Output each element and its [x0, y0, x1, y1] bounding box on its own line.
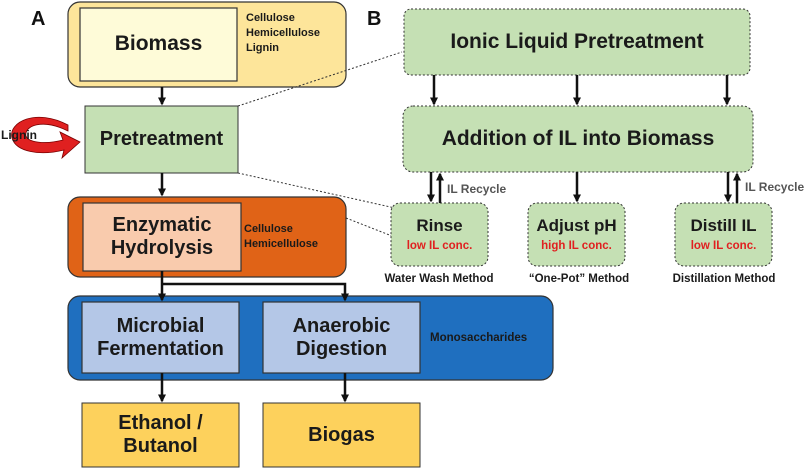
biomass-label: Biomass	[114, 32, 203, 56]
enzymatic-line-1: Enzymatic	[112, 214, 212, 236]
rinse-conc: low IL conc.	[406, 240, 473, 253]
monosaccharides-label: Monosaccharides	[430, 332, 528, 344]
distill-title: Distill IL	[690, 215, 757, 235]
il-recycle-left-label: IL Recycle	[447, 182, 507, 196]
pretreatment-label: Pretreatment	[99, 128, 224, 150]
microbial-line-2: Fermentation	[97, 337, 224, 360]
enzymatic-inner-box	[82, 202, 242, 272]
adjust-conc: high IL conc.	[541, 240, 612, 253]
rinse-title: Rinse	[416, 215, 463, 235]
one-pot-method-label: “One-Pot” Method	[528, 273, 630, 285]
component-lignin: Lignin	[246, 41, 279, 54]
lignin-curved-arrow	[11, 116, 81, 160]
ethanol-line-2: Butanol	[123, 435, 198, 457]
microbial-label: Microbial Fermentation	[82, 302, 239, 373]
il-pretreatment-box	[403, 8, 751, 76]
adjust-label: Adjust pH high IL conc.	[528, 203, 625, 266]
anaerobic-label: Anaerobic Digestion	[263, 302, 420, 373]
distill-conc: low IL conc.	[690, 240, 757, 253]
enzymatic-components: Cellulose Hemicellulose	[244, 222, 318, 252]
addition-label: Addition of IL into Biomass	[441, 126, 715, 150]
adjust-ph-box	[527, 202, 626, 267]
anaerobic-inner-box	[262, 301, 421, 374]
biomass-inner-box	[79, 7, 238, 82]
rinse-label: Rinse low IL conc.	[391, 203, 488, 266]
panel-label-a: A	[31, 8, 46, 30]
arrow-enzymatic-to-anaerobic	[162, 282, 349, 302]
rinse-box	[390, 202, 489, 267]
enzymatic-line-2: Hydrolysis	[110, 237, 214, 259]
il-recycle-right-label: IL Recycle	[745, 180, 805, 194]
biogas-label: Biogas	[308, 423, 375, 446]
microbial-line-1: Microbial	[116, 314, 205, 337]
ethanol-line-1: Ethanol /	[118, 412, 203, 434]
distill-box	[674, 202, 773, 267]
anaerobic-line-2: Digestion	[295, 337, 388, 360]
distill-label: Distill IL low IL conc.	[675, 203, 772, 266]
component-hemicellulose: Hemicellulose	[246, 26, 320, 39]
ethanol-label: Ethanol / Butanol	[82, 403, 239, 467]
panel-label-b: B	[367, 8, 382, 30]
biomass-components: Cellulose Hemicellulose Lignin	[246, 11, 320, 56]
water-wash-method-label: Water Wash Method	[384, 273, 494, 285]
component-cellulose-2: Cellulose	[244, 223, 293, 235]
distillation-method-label: Distillation Method	[672, 273, 776, 285]
lignin-label: Lignin	[1, 128, 37, 142]
microbial-inner-box	[81, 301, 240, 374]
enzymatic-label: Enzymatic Hydrolysis	[83, 203, 241, 271]
ethanol-box	[81, 402, 240, 468]
adjust-title: Adjust pH	[536, 215, 617, 235]
biogas-box	[262, 402, 421, 468]
pretreatment-box	[84, 105, 239, 174]
dotted-connector-top	[237, 51, 403, 107]
dotted-connector-rinse	[345, 217, 393, 237]
anaerobic-line-1: Anaerobic	[292, 314, 391, 337]
component-hemicellulose-2: Hemicellulose	[244, 237, 318, 250]
il-pretreatment-label: Ionic Liquid Pretreatment	[450, 29, 704, 53]
component-cellulose: Cellulose	[246, 12, 295, 24]
dotted-connector-bottom	[237, 172, 405, 211]
